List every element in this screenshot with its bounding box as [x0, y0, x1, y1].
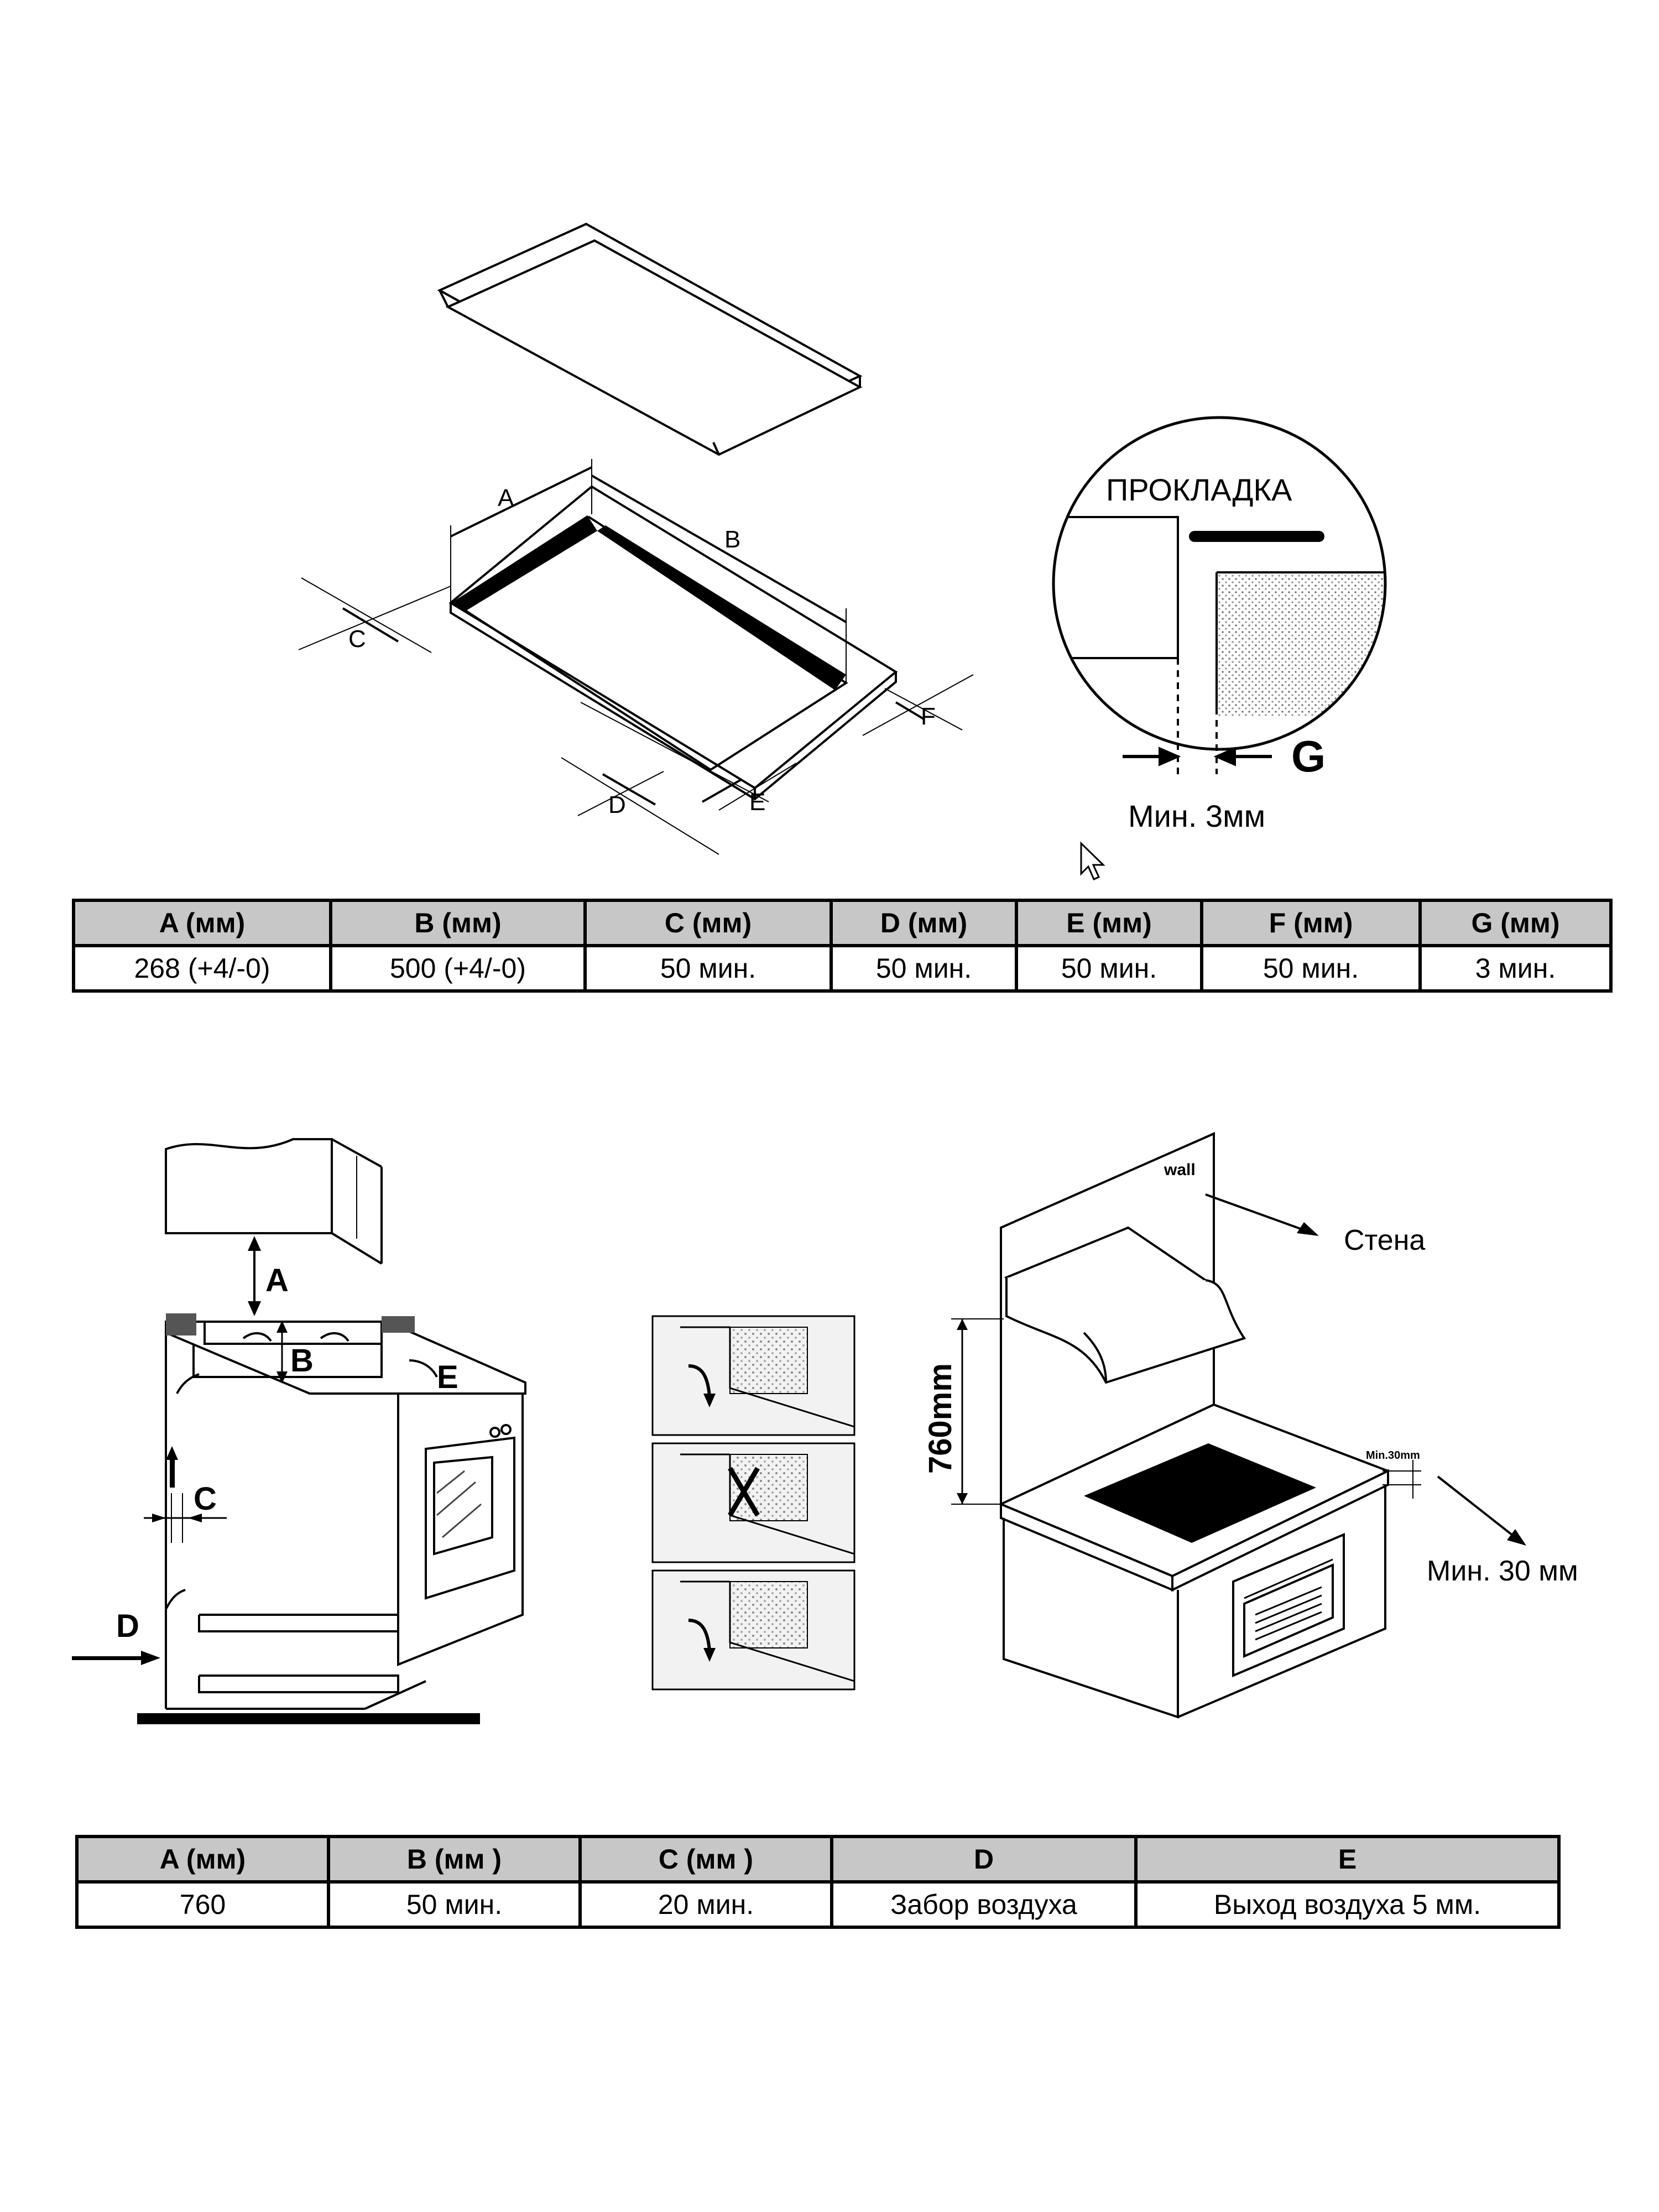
table-header-cell: D [830, 1835, 1138, 1884]
ventilation-panels-diagram [651, 1315, 855, 1691]
table-row: 760 50 мин. 20 мин. Забор воздуха Выход … [75, 1880, 1561, 1929]
table-cell: 50 мин. [1200, 944, 1422, 993]
side-d-label: D [116, 1608, 139, 1644]
table-cell: 50 мин. [327, 1880, 582, 1929]
wall-en-label: wall [1164, 1161, 1196, 1179]
mouse-cursor-icon [1080, 841, 1105, 880]
table-header-cell: E (мм) [1015, 899, 1203, 947]
installation-clearance-table: A (мм) B (мм ) C (мм ) D E 760 50 мин. 2… [75, 1835, 1561, 1929]
gasket-label: ПРОКЛАДКА [1106, 472, 1292, 507]
table-header-cell: E [1134, 1835, 1561, 1884]
table-header-cell: D (мм) [830, 899, 1018, 947]
gasket-detail-diagram: ПРОКЛАДКА G Мин. 3мм [1052, 416, 1387, 833]
table-header-row: A (мм) B (мм) C (мм) D (мм) E (мм) F (мм… [72, 899, 1613, 947]
side-a-label: A [265, 1262, 289, 1298]
min-30-label: Мин. 30 мм [1427, 1555, 1578, 1587]
table-header-cell: B (мм) [329, 899, 587, 947]
table-cell: 50 мин. [830, 944, 1018, 993]
table-cell: 760 [75, 1880, 330, 1929]
table-cell: Выход воздуха 5 мм. [1134, 1880, 1561, 1929]
wall-installation-diagram: wall Стена 760mm Min.30mm Мин. 30 мм [922, 1131, 1578, 1719]
hob-cutout-diagram: A B C D E F [298, 222, 974, 855]
dim-a-label: A [498, 484, 514, 512]
table-cell: 50 мин. [1015, 944, 1203, 993]
dim-f-label: F [921, 703, 936, 730]
side-b-label: B [290, 1343, 314, 1379]
g-label: G [1291, 732, 1326, 781]
wall-ru-label: Стена [1344, 1224, 1425, 1256]
dim-b-label: B [724, 526, 740, 553]
table-header-cell: F (мм) [1200, 899, 1422, 947]
cutout-dimensions-table: A (мм) B (мм) C (мм) D (мм) E (мм) F (мм… [72, 899, 1613, 993]
table-cell: 20 мин. [578, 1880, 833, 1929]
table-cell: Забор воздуха [830, 1880, 1138, 1929]
min-30-small-label: Min.30mm [1366, 1449, 1420, 1462]
table-cell: 268 (+4/-0) [72, 944, 332, 993]
table-header-cell: A (мм) [72, 899, 332, 947]
table-header-cell: A (мм) [75, 1835, 330, 1884]
table-header-cell: B (мм ) [327, 1835, 582, 1884]
side-e-label: E [437, 1359, 458, 1395]
table-row: 268 (+4/-0) 500 (+4/-0) 50 мин. 50 мин. … [72, 944, 1613, 993]
table-cell: 500 (+4/-0) [329, 944, 587, 993]
installation-side-diagram: A B C D E [72, 1138, 526, 1724]
table-cell: 3 мин. [1418, 944, 1613, 993]
height-760-label: 760mm [922, 1363, 958, 1474]
dim-e-label: E [749, 789, 765, 816]
table-cell: 50 мин. [583, 944, 833, 993]
dim-d-label: D [608, 791, 626, 818]
table-header-cell: C (мм) [583, 899, 833, 947]
table-header-cell: G (мм) [1418, 899, 1613, 947]
table-header-row: A (мм) B (мм ) C (мм ) D E [75, 1835, 1561, 1884]
side-c-label: C [194, 1481, 217, 1517]
min-3mm-label: Мин. 3мм [1128, 799, 1265, 833]
dim-c-label: C [348, 625, 366, 653]
table-header-cell: C (мм ) [578, 1835, 833, 1884]
